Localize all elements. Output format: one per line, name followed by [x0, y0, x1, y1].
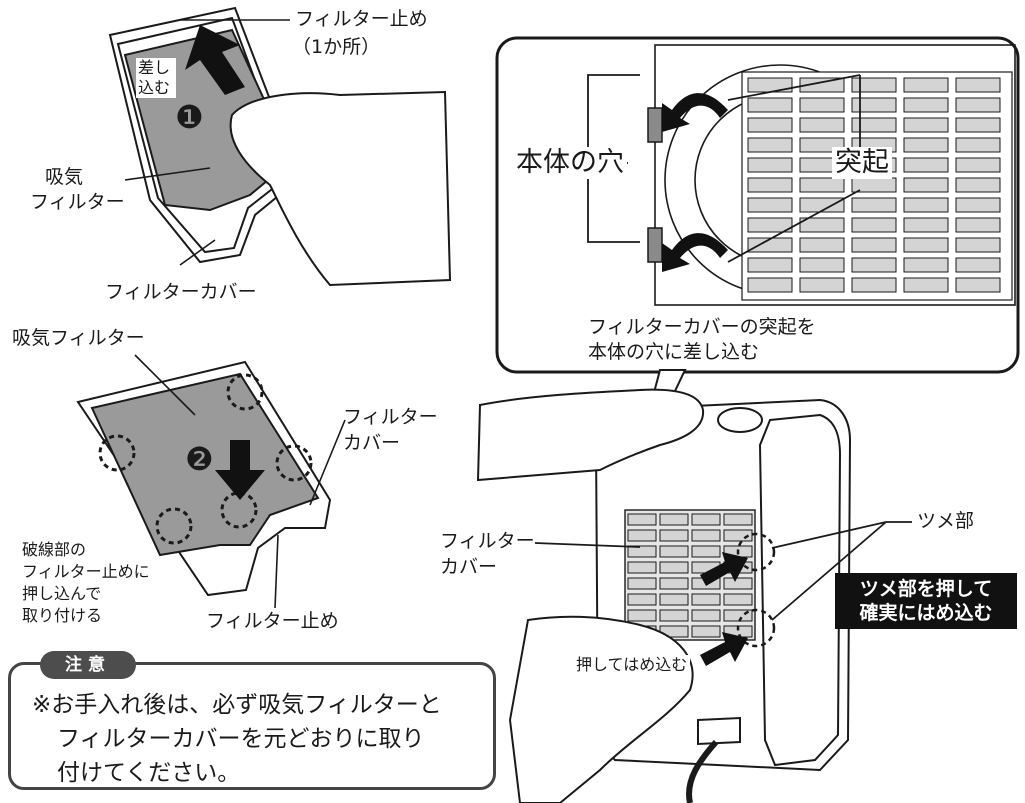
label-filter-cover-2a: フィルター	[343, 406, 438, 428]
step2-filter	[90, 372, 320, 557]
hand-bottom	[508, 615, 694, 803]
callout-arrow-1	[662, 93, 728, 132]
push-arrow-2	[700, 632, 748, 666]
warning-line-2: 確実にはめ込む	[859, 602, 993, 624]
label-filter-stopper-top: フィルター止め	[292, 8, 431, 31]
label-callout-2: 本体の穴に差し込む	[588, 341, 760, 363]
label-protrusion: 突起	[832, 147, 892, 179]
label-press-in: 押してはめ込む	[573, 655, 691, 675]
caution-text: ※お手入れ後は、必ず吸気フィルターと フィルターカバーを元どおりに取り 付けてく…	[32, 688, 492, 790]
insert-arrow	[185, 25, 245, 95]
hand-top	[476, 388, 705, 482]
label-filter-cover-3b: カバー	[440, 556, 498, 578]
press-arrow-down	[215, 440, 265, 500]
label-filter-cover-2b: カバー	[343, 432, 401, 454]
label-callout-1: フィルターカバーの突起を	[588, 316, 816, 338]
label-filter-cover-3a: フィルター	[440, 530, 535, 552]
label-dashed-note-1: 破線部の	[22, 540, 87, 559]
label-dashed-note-3: 押し込んで	[22, 584, 102, 603]
label-dashed-note-4: 取り付ける	[22, 606, 103, 625]
step2-marker: ❷	[185, 440, 214, 478]
step1-marker: ❶	[175, 98, 204, 136]
label-insert: 差し 込む	[136, 58, 176, 98]
callout-mesh	[747, 77, 1001, 293]
caution-line-2: フィルターカバーを元どおりに取り	[57, 726, 425, 752]
caution-box	[8, 662, 496, 790]
label-body-hole: 本体の穴	[513, 147, 627, 179]
warning-line-1: ツメ部を押して	[859, 578, 993, 600]
push-arrow-1	[700, 552, 748, 586]
claw-leaders	[534, 521, 912, 621]
label-filter-stopper-bottom: フィルター止め	[206, 610, 339, 632]
caution-line-1: ※お手入れ後は、必ず吸気フィルターと	[32, 692, 442, 718]
label-one-place: （1か所）	[292, 36, 381, 58]
claw-circles	[736, 532, 776, 648]
warning-box: ツメ部を押して 確実にはめ込む	[835, 573, 1017, 629]
callout-arrow-2	[662, 233, 728, 272]
caution-line-3: 付けてください。	[57, 760, 241, 786]
label-intake-filter-1b: フィルター	[30, 191, 125, 213]
label-intake-filter-1a: 吸気	[45, 166, 84, 188]
dashed-circles	[98, 373, 313, 545]
label-intake-filter-2: 吸気フィルター	[12, 327, 145, 349]
protrusion-leaders	[727, 74, 861, 263]
step1-hand	[229, 90, 452, 287]
label-claw: ツメ部	[917, 510, 975, 532]
caution-badge: 注意	[40, 651, 136, 679]
label-dashed-note-2: フィルター止めに	[22, 562, 150, 581]
label-filter-cover-1: フィルターカバー	[105, 281, 257, 303]
callout-hooks	[647, 107, 663, 263]
